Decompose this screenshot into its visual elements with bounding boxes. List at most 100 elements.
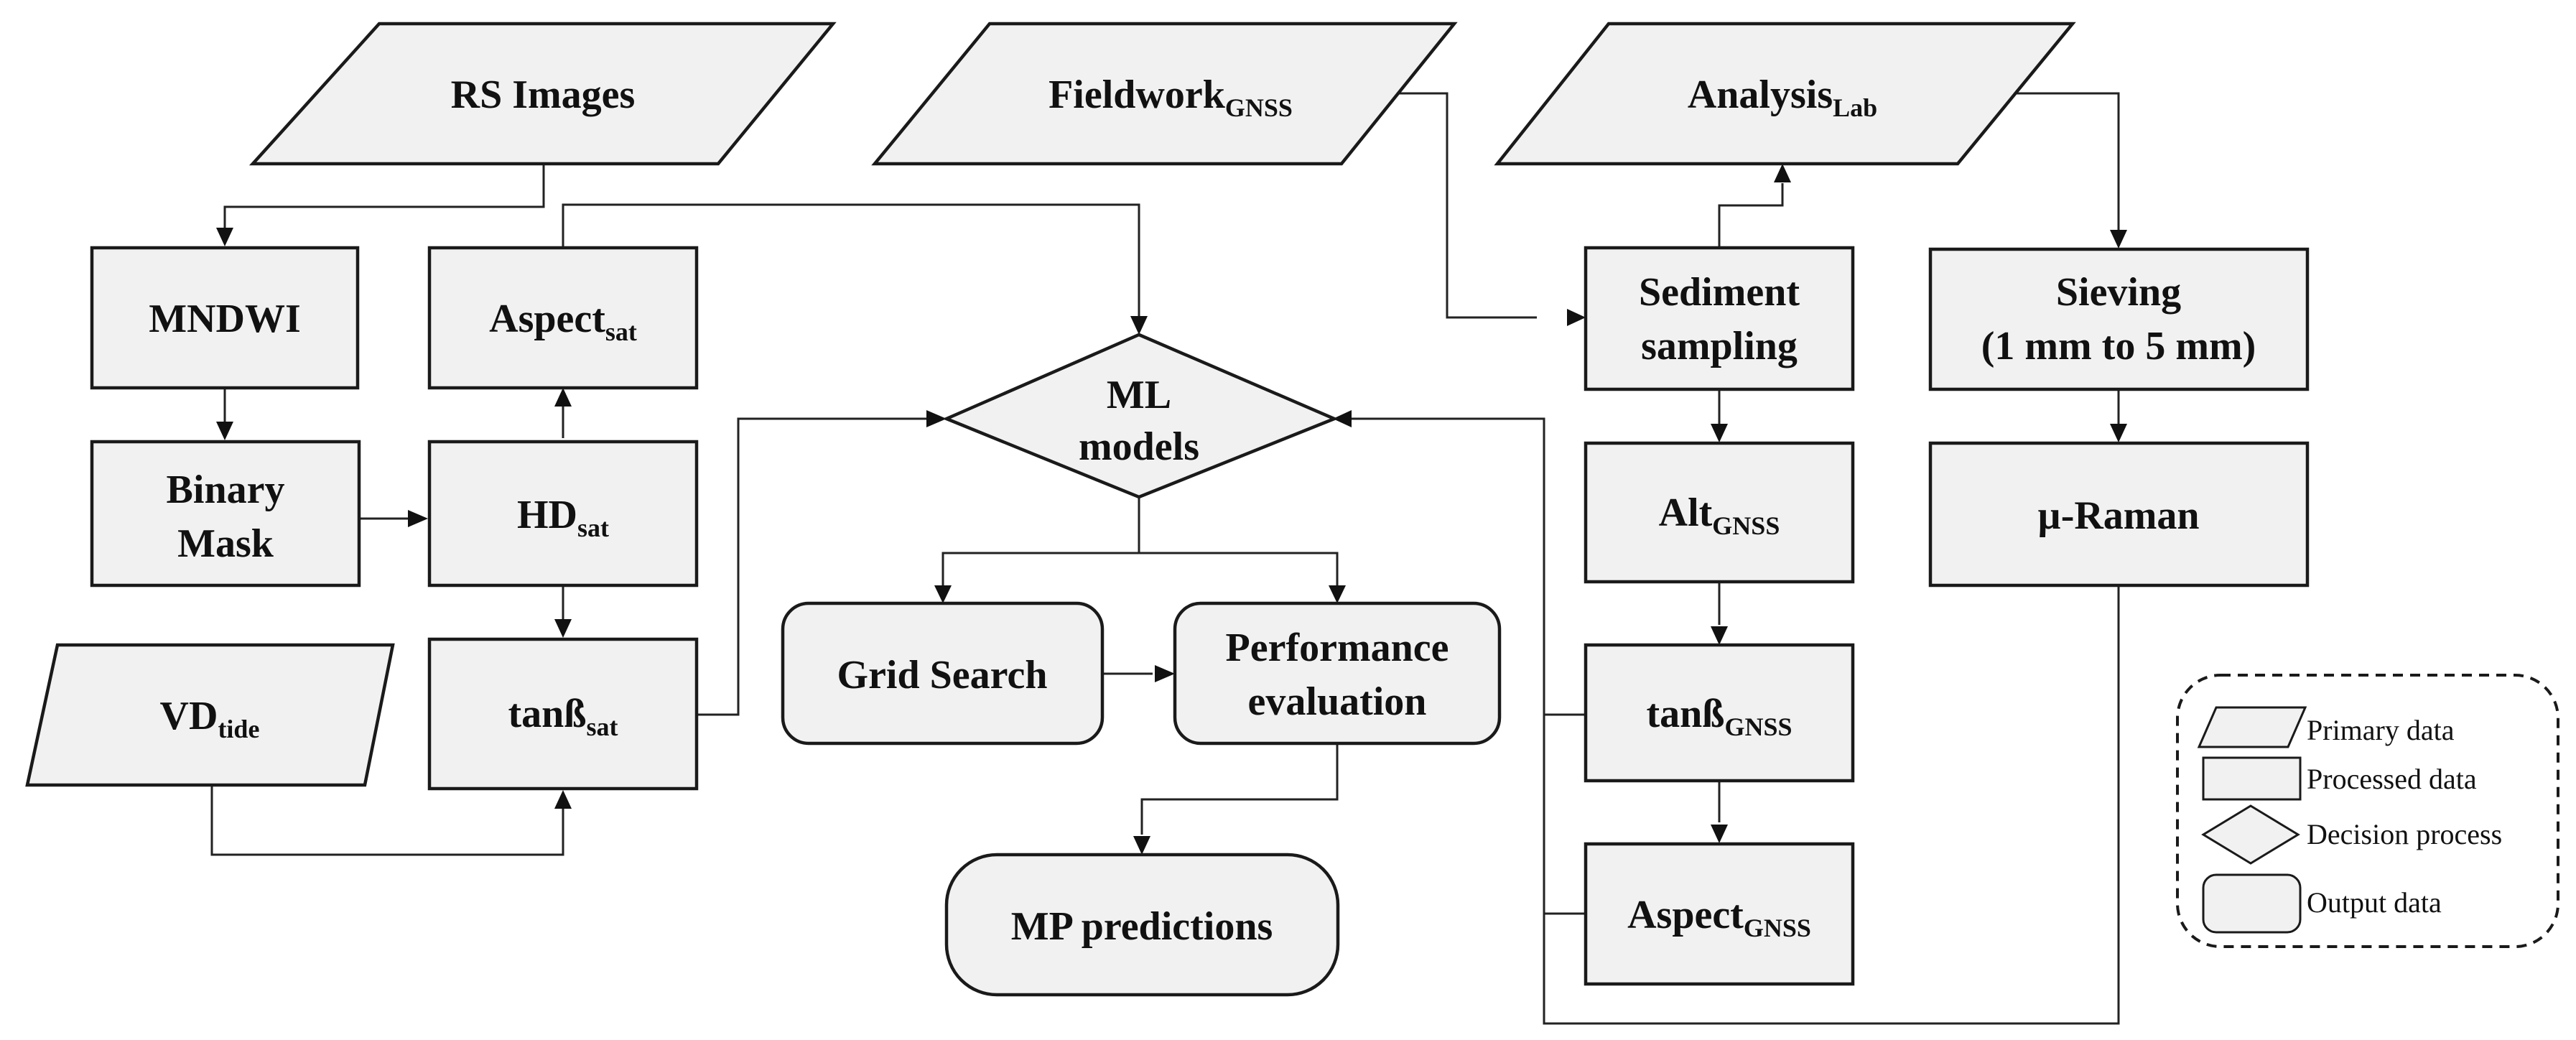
ml-models-line2: models: [1079, 424, 1199, 469]
svg-text:Aspectsat: Aspectsat: [489, 297, 637, 346]
arrowhead: [926, 410, 947, 427]
rs-images-label: RS Images: [451, 73, 636, 117]
performance-line1: Performance: [1226, 626, 1449, 670]
sieving-line2: (1 mm to 5 mm): [1981, 324, 2256, 368]
node-binary-mask: Binary Mask: [90, 440, 361, 588]
mp-predictions-label: MP predictions: [1011, 904, 1273, 949]
arrowhead: [1567, 309, 1586, 326]
aspect-gnss-subscript: GNSS: [1744, 914, 1811, 942]
svg-text:AnalysisLab: AnalysisLab: [1688, 73, 1877, 122]
grid-search-label: Grid Search: [837, 653, 1048, 697]
aspect-sat-subscript: sat: [605, 317, 637, 346]
arrowhead: [1133, 836, 1150, 855]
node-ml-models: ML models: [942, 333, 1339, 499]
node-alt-gnss: AltGNSS: [1584, 441, 1855, 584]
node-grid-search: Grid Search: [781, 601, 1105, 746]
hd-sat-subscript: sat: [577, 514, 609, 542]
node-rs-images: RS Images: [248, 22, 837, 166]
performance-line2: evaluation: [1248, 679, 1427, 724]
tanb-gnss-label: tanß: [1647, 692, 1725, 736]
edge-sediment-to-analysis: [1718, 183, 1784, 248]
svg-text:AltGNSS: AltGNSS: [1659, 491, 1780, 540]
arrowhead: [1711, 825, 1728, 843]
edge-aspect-to-ml: [562, 203, 1140, 320]
sediment-line2: sampling: [1641, 324, 1798, 368]
legend-primary-swatch: [2197, 706, 2307, 748]
node-aspect-sat: Aspectsat: [427, 246, 699, 390]
fieldwork-subscript: GNSS: [1225, 93, 1293, 122]
arrowhead: [554, 388, 572, 407]
edge-performance-to-mp: [1140, 743, 1339, 835]
legend-primary-label: Primary data: [2307, 714, 2455, 746]
svg-text:tanßsat: tanßsat: [508, 692, 618, 741]
arrowhead: [216, 228, 233, 246]
svg-text:AspectGNSS: AspectGNSS: [1627, 893, 1811, 942]
node-hd-sat: HDsat: [427, 440, 699, 588]
arrowhead: [554, 619, 572, 638]
svg-text:HDsat: HDsat: [517, 493, 609, 542]
sieving-line1: Sieving: [2056, 270, 2181, 315]
ml-models-line1: ML: [1107, 373, 1171, 417]
alt-gnss-subscript: GNSS: [1712, 511, 1780, 540]
alt-gnss-label: Alt: [1659, 491, 1713, 535]
vd-tide-label: VD: [160, 694, 218, 738]
svg-text:FieldworkGNSS: FieldworkGNSS: [1048, 73, 1293, 122]
edge-analysis-to-sieving: [2015, 92, 2120, 233]
aspect-sat-label: Aspect: [489, 297, 605, 341]
mu-raman-label: µ-Raman: [2037, 493, 2199, 538]
analysis-label: Analysis: [1688, 73, 1833, 117]
legend: Primary data Processed data Decision pro…: [2176, 674, 2559, 948]
node-aspect-gnss: AspectGNSS: [1584, 842, 1855, 986]
edge-ml-split: [941, 497, 1140, 585]
tanb-sat-label: tanß: [508, 692, 587, 736]
edge-tanb-to-ml: [697, 417, 926, 716]
edge-raman-feedback: [1350, 417, 2120, 1025]
mndwi-label: MNDWI: [149, 297, 301, 341]
arrowhead: [1711, 626, 1728, 645]
arrowhead: [1333, 410, 1352, 427]
sediment-line1: Sediment: [1639, 270, 1800, 315]
edge-rs-to-mndwi: [223, 164, 545, 237]
binary-mask-line1: Binary: [167, 468, 285, 512]
node-performance-evaluation: Performance evaluation: [1173, 601, 1502, 746]
node-fieldwork: FieldworkGNSS: [871, 22, 1458, 166]
connectors: [210, 92, 2127, 1025]
svg-text:tanßGNSS: tanßGNSS: [1647, 692, 1792, 741]
svg-text:VDtide: VDtide: [160, 694, 260, 743]
arrowhead: [1130, 316, 1148, 335]
node-sieving: Sieving (1 mm to 5 mm): [1928, 247, 2310, 391]
arrowhead: [408, 510, 428, 527]
node-analysis: AnalysisLab: [1494, 22, 2076, 166]
node-mp-predictions: MP predictions: [944, 853, 1340, 997]
tanb-sat-subscript: sat: [586, 712, 618, 741]
tanb-gnss-subscript: GNSS: [1724, 712, 1792, 741]
legend-output-swatch: [2202, 873, 2302, 934]
legend-processed-swatch: [2202, 756, 2302, 801]
fieldwork-label: Fieldwork: [1048, 73, 1226, 117]
arrowhead: [1711, 424, 1728, 442]
legend-decision-swatch: [2201, 804, 2300, 865]
arrowhead: [934, 585, 952, 603]
legend-processed-label: Processed data: [2307, 763, 2477, 795]
node-vd-tide: VDtide: [25, 643, 395, 787]
arrowhead: [554, 790, 572, 809]
node-mu-raman: µ-Raman: [1928, 441, 2310, 588]
arrowhead: [1774, 164, 1791, 182]
arrowhead: [1329, 585, 1346, 603]
edge-vd-to-tanb: [210, 785, 564, 856]
node-tanb-gnss: tanßGNSS: [1584, 643, 1855, 783]
hd-sat-label: HD: [517, 493, 577, 537]
node-sediment-sampling: Sediment sampling: [1584, 246, 1855, 391]
node-tanb-sat: tanßsat: [427, 637, 699, 791]
legend-output-label: Output data: [2307, 886, 2442, 919]
legend-decision-label: Decision process: [2307, 818, 2502, 850]
binary-mask-line2: Mask: [177, 521, 274, 566]
vd-tide-subscript: tide: [218, 715, 259, 743]
edge-ml-to-performance: [1139, 552, 1339, 585]
analysis-subscript: Lab: [1833, 93, 1877, 122]
arrowhead: [216, 422, 233, 440]
arrowhead: [2110, 230, 2127, 249]
arrowhead: [2110, 424, 2127, 442]
arrowhead: [1155, 665, 1175, 682]
